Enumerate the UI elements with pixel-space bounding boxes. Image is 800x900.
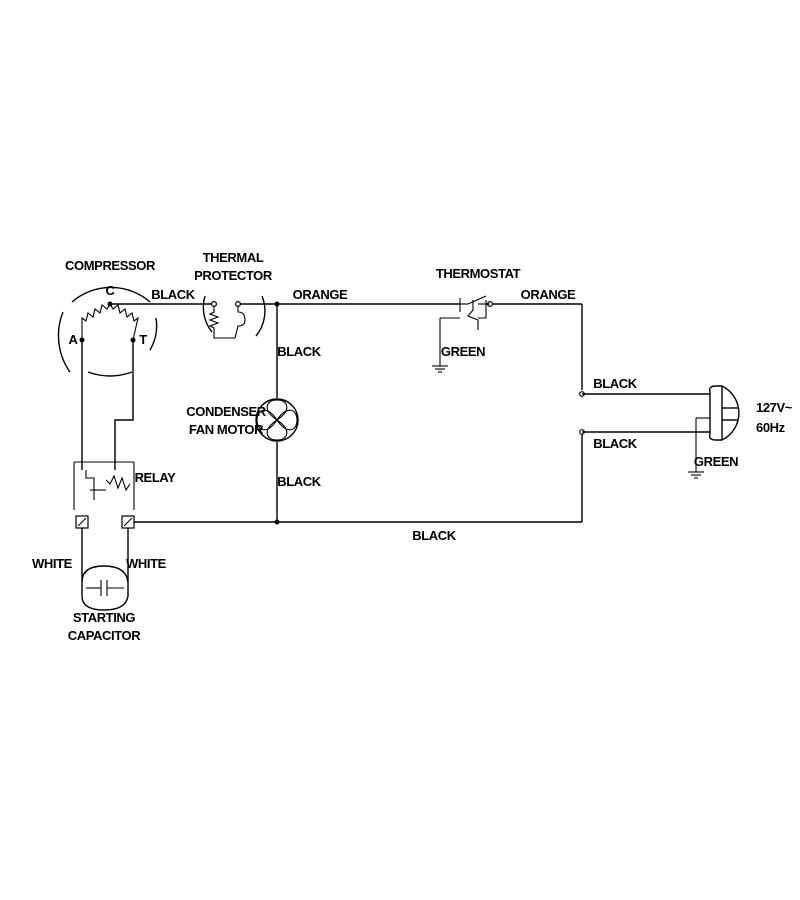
wire-label-black-plug-lower: BLACK — [593, 436, 638, 451]
protector-bimetal — [234, 304, 246, 339]
wire-label-black-fan-lower: BLACK — [277, 474, 322, 489]
relay-coil — [105, 474, 131, 492]
compressor-housing-left — [57, 311, 71, 373]
protector-housing-right — [255, 295, 266, 337]
terminal-t-label: T — [139, 332, 147, 347]
supply-frequency-label: 60Hz — [756, 420, 786, 435]
wire-label-green-plug: GREEN — [694, 454, 738, 469]
wire-label-orange-left: ORANGE — [293, 287, 348, 302]
junction-bottom-fan — [274, 519, 280, 525]
fan-blade-right — [276, 409, 298, 431]
thermal-protector: THERMAL PROTECTOR — [194, 250, 273, 339]
wire-label-black-plug-upper: BLACK — [593, 376, 638, 391]
capacitor-body — [81, 565, 129, 611]
protector-housing-left — [202, 295, 213, 333]
relay-contact — [85, 470, 95, 500]
terminal-a-label: A — [69, 332, 79, 347]
wire-label-black-fan-upper: BLACK — [277, 344, 322, 359]
fan-label-line2: FAN MOTOR — [189, 422, 264, 437]
terminal-c-label: C — [106, 283, 116, 298]
relay-terminal-left-screw — [77, 517, 87, 527]
thermostat-switch-blade — [467, 295, 487, 305]
wire-label-black-bottom: BLACK — [412, 528, 457, 543]
protector-label-line2: PROTECTOR — [194, 268, 273, 283]
thermostat-bracket — [478, 300, 487, 319]
wire-label-orange-right: ORANGE — [521, 287, 576, 302]
capacitor-label-line2: CAPACITOR — [68, 628, 141, 643]
protector-heater — [208, 304, 235, 339]
relay-label: RELAY — [135, 470, 177, 485]
power-plug: GREEN — [688, 385, 740, 479]
compressor-winding-c-a — [81, 303, 111, 340]
wire-label-green-thermostat: GREEN — [441, 344, 485, 359]
wire-t-to-relay — [114, 340, 134, 470]
protector-label-line1: THERMAL — [203, 250, 264, 265]
relay: RELAY — [73, 461, 177, 529]
thermostat-sensor-link — [467, 300, 479, 330]
fan-blade-top — [266, 399, 288, 421]
plug-body — [708, 385, 740, 441]
supply-voltage-label: 127V~ — [756, 400, 793, 415]
compressor-housing-right — [149, 317, 158, 351]
fan-blade-bottom — [266, 419, 288, 441]
fan-blade-left — [256, 409, 278, 431]
compressor-housing-bottom — [87, 371, 133, 377]
wire-label-black-comp: BLACK — [151, 287, 196, 302]
relay-terminal-right-screw — [123, 517, 133, 527]
fan-label-line1: CONDENSER — [186, 404, 266, 419]
wire-label-white-right: WHITE — [126, 556, 167, 571]
compressor-label: COMPRESSOR — [65, 258, 156, 273]
capacitor-label-line1: STARTING — [73, 610, 136, 625]
compressor: C A T COMPRESSOR — [57, 258, 158, 377]
thermostat: THERMOSTAT GREEN — [432, 266, 521, 373]
protector-terminal-left — [211, 301, 218, 308]
compressor-winding-c-t — [109, 303, 139, 341]
fan-motor-circle — [255, 398, 299, 442]
protector-terminal-right — [235, 301, 242, 308]
condenser-fan-motor: CONDENSER FAN MOTOR — [186, 398, 299, 442]
starting-capacitor: STARTING CAPACITOR — [68, 565, 142, 643]
thermostat-label: THERMOSTAT — [436, 266, 521, 281]
wire-label-white-left: WHITE — [32, 556, 73, 571]
compressor-housing-top — [71, 286, 151, 303]
